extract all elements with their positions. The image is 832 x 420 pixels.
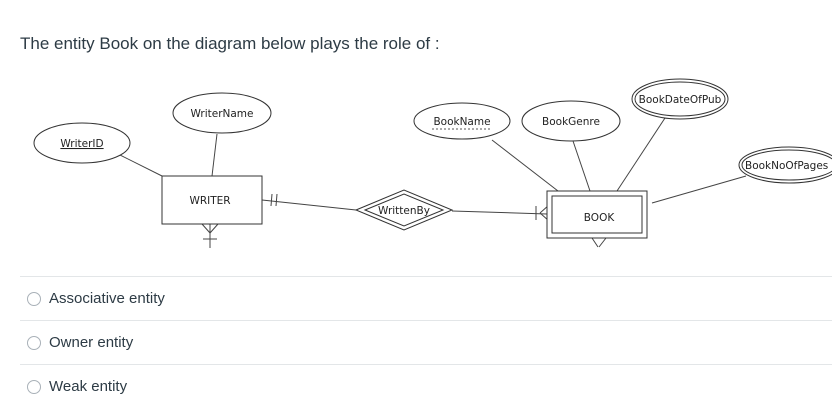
answer-option-associative-entity[interactable]: Associative entity (20, 276, 832, 320)
book-bottom-foot-right (598, 237, 607, 248)
svg-text:BookGenre: BookGenre (542, 116, 600, 128)
svg-text:WriterID: WriterID (60, 138, 103, 150)
attr-booknoofpages: BookNoOfPages (738, 146, 832, 184)
attr-writerid: WriterID (33, 122, 131, 164)
writer-crowsfoot-right (209, 223, 219, 234)
relationship-writtenby: WrittenBy (354, 189, 454, 231)
writer-one-bar-1 (270, 193, 273, 207)
svg-text:WriterName: WriterName (190, 108, 253, 120)
line-bookdateofpub-book (616, 117, 666, 192)
radio-button[interactable] (27, 379, 41, 394)
attr-bookdateofpub: BookDateOfPub (631, 78, 729, 120)
writer-one-bar-2 (275, 193, 278, 207)
svg-text:BOOK: BOOK (584, 212, 616, 224)
answer-option-owner-entity[interactable]: Owner entity (20, 320, 832, 364)
answer-label: Associative entity (49, 290, 165, 307)
line-writer-relationship (261, 199, 357, 211)
radio-button[interactable] (27, 291, 41, 306)
line-booknoofpages-book (651, 175, 747, 204)
answer-option-weak-entity[interactable]: Weak entity (20, 364, 832, 408)
answer-list: Associative entity Owner entity Weak ent… (20, 276, 832, 408)
line-bookname-book (491, 139, 559, 192)
radio-button[interactable] (27, 335, 41, 350)
line-bookgenre-book (572, 140, 591, 192)
attr-bookname: BookName (413, 102, 511, 140)
entity-book: BOOK (546, 190, 648, 239)
er-diagram: WriterID WriterName BookName BookGenre B… (33, 78, 832, 248)
attr-writername: WriterName (172, 92, 272, 134)
svg-text:BookNoOfPages: BookNoOfPages (745, 160, 828, 172)
svg-text:WrittenBy: WrittenBy (378, 205, 430, 217)
svg-text:WRITER: WRITER (189, 195, 230, 207)
attr-bookgenre: BookGenre (521, 100, 621, 142)
answer-label: Owner entity (49, 334, 134, 351)
answer-label: Weak entity (49, 378, 128, 395)
writer-crowsfoot-left (201, 223, 211, 234)
svg-text:BookDateOfPub: BookDateOfPub (639, 94, 722, 106)
book-bottom-foot-left (591, 237, 599, 248)
line-writername-writer (211, 133, 218, 177)
entity-writer: WRITER (161, 175, 263, 225)
line-relationship-book (451, 210, 548, 215)
question-text: The entity Book on the diagram below pla… (20, 34, 440, 53)
svg-text:BookName: BookName (433, 116, 490, 128)
